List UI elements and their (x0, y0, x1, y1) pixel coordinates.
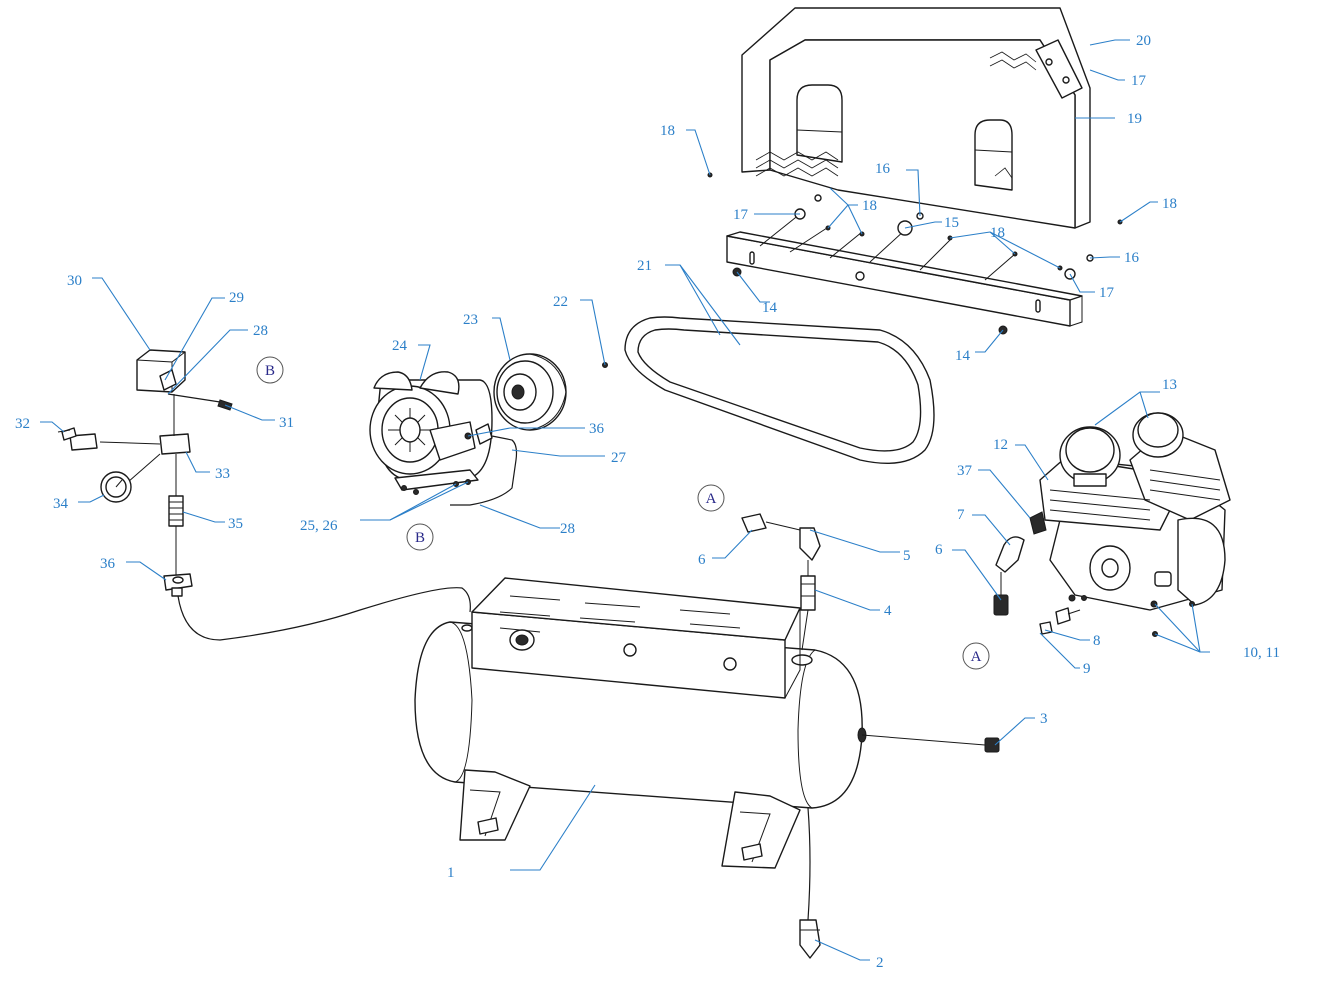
callout-33: 33 (215, 466, 230, 482)
callout-4: 4 (884, 603, 892, 619)
electric-motor (369, 371, 493, 495)
callout-18-mid: 18 (862, 198, 877, 214)
callout-28-top: 28 (253, 323, 268, 339)
callout-15: 15 (944, 215, 959, 231)
callout-7: 7 (957, 507, 965, 523)
callout-21: 21 (637, 258, 652, 274)
callout-25-26: 25, 26 (300, 518, 338, 534)
svg-text:A: A (971, 649, 982, 665)
callout-22: 22 (553, 294, 568, 310)
pressure-switch (136, 349, 186, 393)
belt-guard-bracket (707, 172, 1123, 335)
tank-mounting-plate (471, 577, 801, 699)
callout-23: 23 (463, 312, 478, 328)
callout-35: 35 (228, 516, 243, 532)
callout-9: 9 (1083, 661, 1091, 677)
callout-8: 8 (1093, 633, 1101, 649)
callout-1: 1 (447, 865, 455, 881)
svg-text:B: B (265, 363, 275, 379)
drain-valve (799, 919, 821, 959)
callout-20: 20 (1136, 33, 1151, 49)
belt-guard-cover (741, 7, 1091, 229)
callout-10-11: 10, 11 (1243, 645, 1280, 661)
callout-17-right: 17 (1099, 285, 1115, 301)
unloader-tube (167, 393, 221, 403)
callout-24: 24 (392, 338, 408, 354)
callout-27: 27 (611, 450, 627, 466)
callout-17-top: 17 (1131, 73, 1147, 89)
check-valve (800, 575, 816, 651)
ref-b-top: B (256, 356, 284, 384)
tank-leg-left (459, 769, 531, 841)
callout-6-pump: 6 (935, 542, 943, 558)
callout-30: 30 (67, 273, 82, 289)
callout-6-top: 6 (698, 552, 706, 568)
discharge-tube (177, 587, 471, 641)
callout-37: 37 (957, 463, 973, 479)
tube-connector (163, 573, 193, 597)
ref-a-top: A (697, 484, 725, 512)
callout-34: 34 (53, 496, 69, 512)
air-filter-right (1132, 412, 1184, 458)
pump-outlet-fitting (1029, 511, 1047, 535)
callout-16-top: 16 (875, 161, 891, 177)
tank-leg-right (721, 791, 801, 869)
callout-28-bottom: 28 (560, 521, 575, 537)
callout-14-lower: 14 (955, 348, 971, 364)
callout-18-right: 18 (1162, 196, 1177, 212)
callout-31: 31 (279, 415, 294, 431)
svg-text:B: B (415, 530, 425, 546)
pump-connector (993, 572, 1009, 616)
cross-fitting (99, 394, 191, 500)
callout-labels: 1 2 3 4 5 6 6 7 8 9 10, 11 12 13 14 14 1… (15, 33, 1280, 971)
pump-mount-bolts (1068, 594, 1195, 637)
callout-17-left: 17 (733, 207, 749, 223)
callout-2: 2 (876, 955, 884, 971)
motor-fitting (450, 423, 518, 506)
callout-19: 19 (1127, 111, 1142, 127)
elbow-fitting (799, 527, 821, 576)
air-filter-left (1059, 426, 1121, 487)
ref-a-bottom: A (962, 642, 990, 670)
callout-32: 32 (15, 416, 30, 432)
callout-29: 29 (229, 290, 244, 306)
drain-line (807, 807, 811, 921)
callout-18-left: 18 (660, 123, 675, 139)
callout-13: 13 (1162, 377, 1177, 393)
callout-36-left: 36 (100, 556, 116, 572)
compression-nut-top (741, 513, 801, 533)
pressure-gauge (100, 471, 132, 503)
tank-plug (861, 734, 1000, 753)
callout-16-right: 16 (1124, 250, 1140, 266)
svg-text:A: A (706, 491, 717, 507)
callout-3: 3 (1040, 711, 1048, 727)
callout-14-upper: 14 (762, 300, 778, 316)
callout-5: 5 (903, 548, 911, 564)
motor-pulley (493, 353, 567, 431)
pipe-nipple (168, 495, 184, 575)
v-belt (624, 316, 935, 465)
callout-36-motor: 36 (589, 421, 605, 437)
callout-12: 12 (993, 437, 1008, 453)
leader-lines (40, 39, 1210, 961)
safety-valve (57, 427, 98, 451)
callout-18-center: 18 (990, 225, 1005, 241)
pump-elbow (995, 536, 1025, 573)
ref-b-bottom: B (406, 523, 434, 551)
